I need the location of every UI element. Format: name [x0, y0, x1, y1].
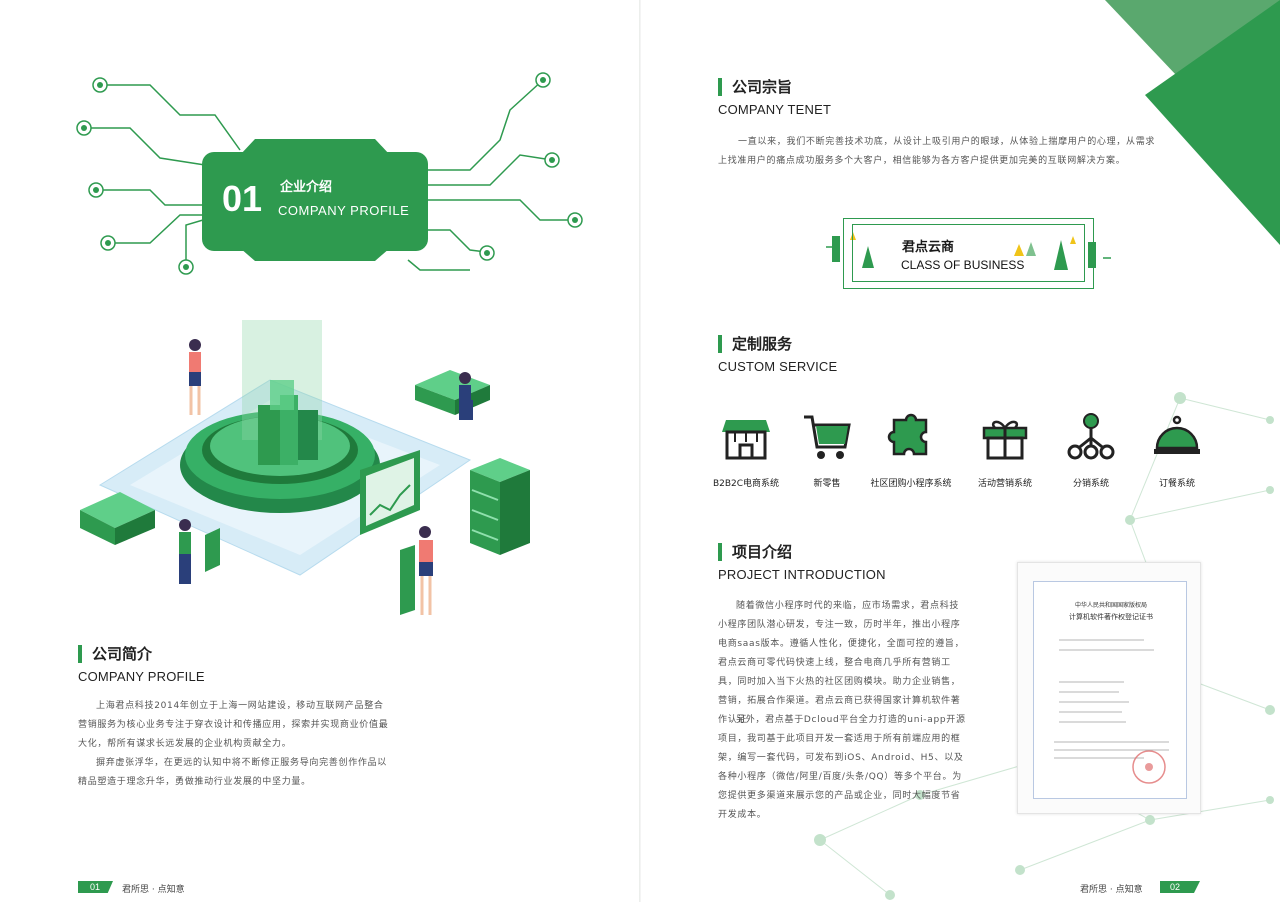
heading-bar [78, 645, 82, 663]
cloche-icon [1154, 415, 1200, 454]
service-label: 活动营销系统 [977, 479, 1032, 489]
tenet-paragraph: 一直以来，我们不断完善技术功底，从设计上吸引用户的眼球，从体验上揣摩用户的心理，… [718, 137, 1156, 166]
certificate-body-lines [1054, 639, 1169, 784]
business-frame-outer [843, 218, 1094, 289]
heading-bar [718, 335, 722, 353]
tenet-title-cn: 公司宗旨 [732, 78, 793, 96]
service-item-dining: 订餐系统 [1129, 412, 1225, 489]
service-item-marketing: 活动营销系统 [957, 412, 1053, 489]
profile-title-cn: 公司简介 [92, 645, 153, 663]
network-icon [1067, 413, 1115, 460]
project-paragraph-1: 随着微信小程序时代的来临，应市场需求，君点科技小程序团队潜心研发，专注一致，历时… [718, 601, 965, 725]
footer-slogan-right: 君所思 · 点知意 [1080, 885, 1143, 895]
project-title-cn: 项目介绍 [732, 543, 793, 561]
certificate-issuer: 中华人民共和国国家版权局 [1074, 602, 1147, 609]
service-label: 新零售 [813, 479, 841, 489]
section-title-cn: 企业介绍 [280, 180, 333, 195]
cart-icon [804, 415, 851, 459]
certificate-border: 中华人民共和国国家版权局 计算机软件著作权登记证书 [1033, 581, 1187, 799]
tenet-title-en: COMPANY TENET [718, 102, 832, 117]
software-copyright-certificate: 中华人民共和国国家版权局 计算机软件著作权登记证书 [1017, 562, 1201, 814]
service-item-community: 社区团购小程序系统 [863, 412, 959, 489]
custom-title-en: CUSTOM SERVICE [718, 359, 838, 374]
service-label: 分销系统 [1072, 479, 1109, 489]
custom-title-cn: 定制服务 [732, 335, 793, 353]
heading-bar [718, 543, 722, 561]
business-title-en: CLASS OF BUSINESS [901, 258, 1025, 272]
badge-bottom-tab [240, 248, 390, 261]
profile-title-en: COMPANY PROFILE [78, 669, 205, 684]
service-item-distribution: 分销系统 [1043, 412, 1139, 489]
service-label: 社区团购小程序系统 [870, 479, 952, 489]
book-spine [639, 0, 641, 902]
business-label-frame [826, 232, 1111, 270]
footer-slogan: 君所思 · 点知意 [122, 885, 185, 895]
certificate-title: 计算机软件著作权登记证书 [1069, 613, 1153, 621]
section-title-en: COMPANY PROFILE [278, 203, 410, 218]
business-title-cn: 君点云商 [902, 240, 955, 255]
service-item-b2b2c: B2B2C电商系统 [698, 412, 794, 489]
project-title-en: PROJECT INTRODUCTION [718, 567, 886, 582]
isometric-city-illustration [80, 320, 530, 615]
profile-paragraph-2: 摒弃虚张浮华，在更远的认知中将不断修正服务导向完善创作作品以精品塑造于理念升华，… [78, 758, 388, 787]
section-number: 01 [222, 178, 263, 219]
circuit-lines-decoration [76, 72, 583, 275]
badge-top-tab [240, 139, 390, 155]
page-number-tag-right: 02 [1160, 881, 1200, 893]
store-icon [722, 420, 770, 460]
project-paragraph-2: 另外，君点基于Dcloud平台全力打造的uni-app开源项目，我司基于此项目开… [718, 715, 966, 820]
heading-bar [718, 78, 722, 96]
corner-triangles-decoration [1105, 0, 1280, 245]
profile-paragraph-1: 上海君点科技2014年创立于上海一网站建设，移动互联网产品整合营销服务为核心业务… [78, 701, 389, 749]
section-badge [202, 152, 428, 251]
page-number-tag: 01 [78, 881, 113, 893]
business-frame-inner [852, 224, 1085, 282]
service-label: 订餐系统 [1158, 479, 1195, 489]
service-label: B2B2C电商系统 [712, 479, 780, 489]
puzzle-icon [887, 413, 928, 456]
gift-icon [982, 420, 1028, 460]
left-page: 01 企业介绍 COMPANY PROFILE [76, 72, 583, 895]
service-item-retail: 新零售 [779, 412, 875, 489]
